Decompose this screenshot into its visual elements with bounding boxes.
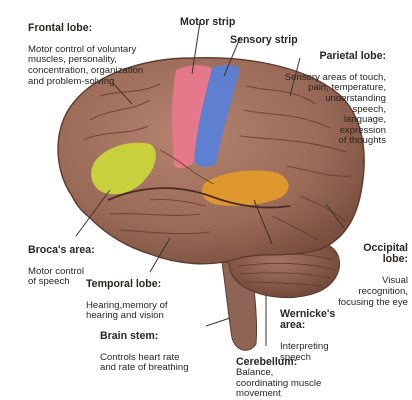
parietal-lobe-title: Parietal lobe: bbox=[319, 50, 386, 62]
occipital-lobe-desc: Visual recognition, focusing the eye bbox=[338, 275, 408, 307]
temporal-lobe-desc: Hearing,memory of hearing and vision bbox=[86, 300, 168, 322]
frontal-lobe-desc: Motor control of voluntary muscles, pers… bbox=[28, 44, 143, 87]
brain-stem-title: Brain stem: bbox=[100, 330, 158, 342]
temporal-lobe-title: Temporal lobe: bbox=[86, 278, 161, 290]
brain-stem-desc: Controls heart rate and rate of breathin… bbox=[100, 352, 189, 374]
cerebellum-desc: Balance, coordinating muscle movement bbox=[236, 367, 321, 399]
temporal-lobe-label: Temporal lobe: Hearing,memory of hearing… bbox=[86, 268, 168, 322]
frontal-lobe-title: Frontal lobe: bbox=[28, 22, 92, 34]
wernickes-area-title: Wernicke's area: bbox=[280, 308, 335, 332]
occipital-lobe-title: Occipital lobe: bbox=[363, 242, 408, 266]
motor-strip-label: Motor strip bbox=[180, 6, 235, 28]
frontal-lobe-label: Frontal lobe: Motor control of voluntary… bbox=[28, 12, 143, 87]
parietal-lobe-desc: Sensory areas of touch, pain, temperatur… bbox=[285, 72, 386, 147]
brain-stem-label: Brain stem: Controls heart rate and rate… bbox=[100, 320, 189, 374]
cerebellum-title: Cerebellum: bbox=[236, 356, 297, 368]
cerebellum-label: Cerebellum: Balance, coordinating muscle… bbox=[236, 346, 321, 400]
brocas-area-label: Broca's area: Motor control of speech bbox=[28, 234, 95, 288]
occipital-lobe-label: Occipital lobe: Visual recognition, focu… bbox=[318, 232, 408, 308]
brocas-area-title: Broca's area: bbox=[28, 244, 95, 256]
motor-strip-title: Motor strip bbox=[180, 16, 235, 28]
brocas-area-desc: Motor control of speech bbox=[28, 266, 84, 288]
parietal-lobe-label: Parietal lobe: Sensory areas of touch, p… bbox=[256, 40, 386, 147]
